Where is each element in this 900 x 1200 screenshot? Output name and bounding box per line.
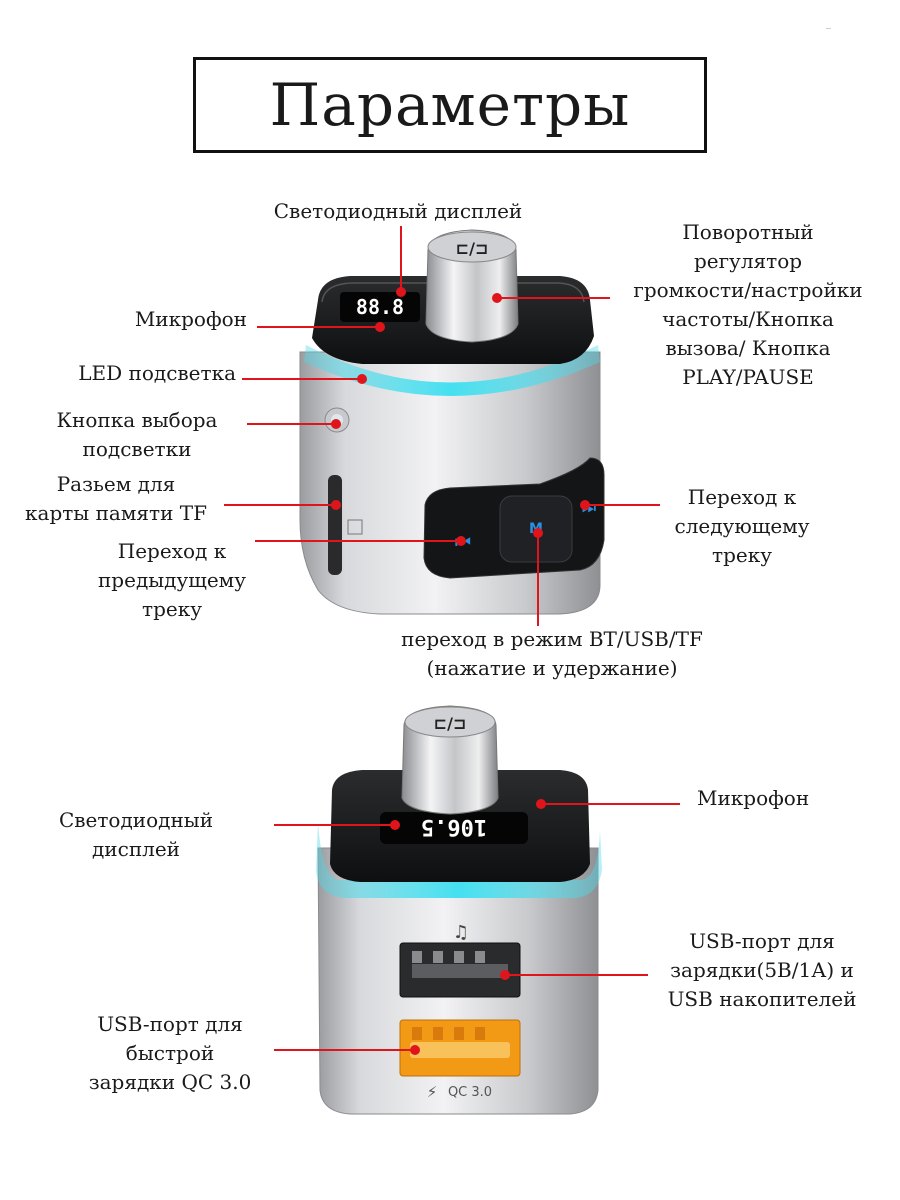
bottom-led-glow-ring	[316, 822, 602, 898]
label-knob: Поворотный регулятор громкости/настройки…	[606, 218, 890, 392]
top-display-digits: 88.8	[356, 295, 404, 319]
label-backlight-button: Кнопка выбора подсветки	[32, 406, 242, 464]
label-prev-track-text: Переход к предыдущему треку	[97, 539, 247, 621]
top-tf-slot	[328, 475, 342, 575]
label-tf-slot: Разьем для карты памяти TF	[2, 470, 230, 528]
label-led-backlight: LED подсветка	[78, 361, 236, 385]
label-knob-text: Поворотный регулятор громкости/настройки…	[633, 220, 863, 389]
label-next-track: Переход к следующему треку	[652, 483, 832, 570]
label-mode: переход в режим BT/USB/TF (нажатие и уде…	[382, 625, 722, 683]
top-display	[340, 292, 420, 322]
qc-label: QC 3.0	[448, 1085, 492, 1100]
label-led-display-2: Светодиодный дисплей	[36, 806, 236, 864]
label-microphone-2: Микрофон	[697, 786, 810, 810]
bottom-callouts	[274, 803, 680, 1051]
page-title: Параметры	[269, 71, 631, 139]
corner-mark: _	[826, 18, 831, 29]
top-callouts	[224, 226, 660, 626]
bottom-callout-dots	[390, 799, 546, 1055]
bottom-display	[380, 812, 528, 844]
label-prev-track: Переход к предыдущему треку	[74, 537, 270, 624]
top-device: 88.8 ⊏/⊐ M ⏮ ⏭	[299, 229, 605, 615]
label-led-display: Светодиодный дисплей	[273, 199, 523, 223]
label-mode-text: переход в режим BT/USB/TF (нажатие и уде…	[401, 627, 703, 680]
label-next-track-text: Переход к следующему треку	[674, 485, 810, 567]
label-tf-slot-text: Разьем для карты памяти TF	[25, 472, 207, 525]
top-knob-icon: ⊏/⊐	[456, 239, 489, 258]
top-led-glow-ring	[304, 345, 600, 396]
title-box: Параметры	[193, 57, 707, 153]
bottom-display-digits: 106.5	[421, 814, 487, 839]
qc-bolt-icon: ⚡	[427, 1083, 438, 1101]
bottom-knob-icon: ⊏/⊐	[434, 714, 467, 733]
label-usb-qc-text: USB-порт для быстрой зарядки QC 3.0	[88, 1012, 252, 1094]
top-callout-dots	[331, 287, 590, 546]
music-note-icon: ♫	[453, 922, 469, 943]
label-usb-port: USB-порт для зарядки(5В/1А) и USB накопи…	[644, 927, 880, 1014]
bottom-device: 106.5 ⊏/⊐ ♫ ⚡ QC 3.0	[316, 705, 602, 1115]
label-microphone: Микрофон	[134, 307, 247, 331]
label-usb-qc: USB-порт для быстрой зарядки QC 3.0	[70, 1010, 270, 1097]
label-backlight-button-text: Кнопка выбора подсветки	[56, 408, 218, 461]
label-led-display-2-text: Светодиодный дисплей	[58, 808, 214, 861]
label-usb-port-text: USB-порт для зарядки(5В/1А) и USB накопи…	[667, 929, 857, 1011]
